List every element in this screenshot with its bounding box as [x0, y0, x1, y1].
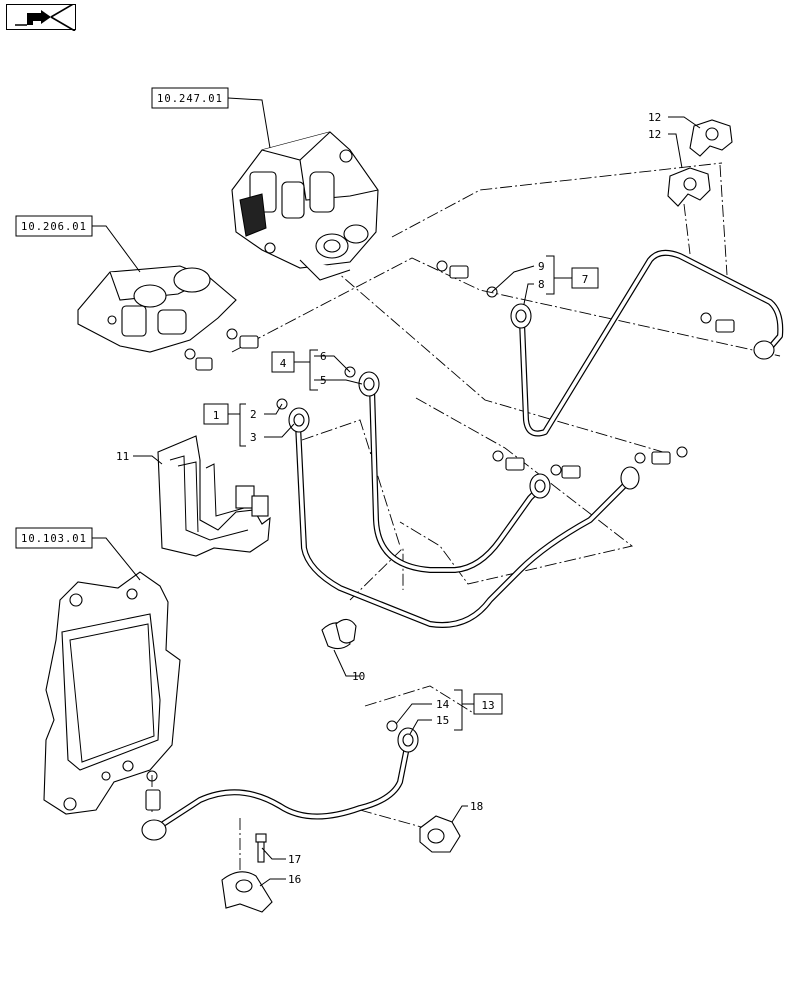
- callout-2: 2: [250, 408, 257, 421]
- svg-text:10.206.01: 10.206.01: [21, 221, 87, 233]
- svg-text:4: 4: [280, 357, 287, 370]
- callout-14: 14: [436, 698, 450, 711]
- callout-10: 10: [352, 670, 365, 683]
- callout-12-lower: 12: [648, 128, 661, 141]
- leader-lines: [92, 97, 701, 887]
- callout-11: 11: [116, 450, 129, 463]
- part-callouts: 11 12 12 10 17 16 18: [116, 111, 661, 886]
- callout-16: 16: [288, 873, 301, 886]
- svg-text:13: 13: [481, 699, 494, 712]
- svg-text:7: 7: [582, 273, 589, 286]
- fuel-pipes: [157, 249, 784, 829]
- callout-5: 5: [320, 374, 327, 387]
- hollow-bolts: [145, 265, 735, 811]
- callout-17: 17: [288, 853, 301, 866]
- sealing-washers: [146, 260, 712, 782]
- callout-15: 15: [436, 714, 449, 727]
- fuel-injection-pump: [231, 131, 379, 281]
- callout-6: 6: [320, 350, 327, 363]
- callout-12-upper: 12: [648, 111, 661, 124]
- callout-8: 8: [538, 278, 545, 291]
- pipe-clip-upper: [689, 119, 733, 157]
- kit-label-4: 4: [271, 351, 295, 373]
- bolt-17: [255, 833, 267, 863]
- pipe-clip-lower: [667, 167, 711, 207]
- pipe-bracket: [157, 435, 271, 557]
- reference-labels: 10.247.01 10.206.01 10.103.01: [15, 87, 229, 549]
- pipe-clamp-10: [321, 618, 357, 650]
- kit-labels: 7 4 1 13: [203, 267, 599, 715]
- svg-text:10.247.01: 10.247.01: [157, 93, 223, 105]
- kit-label-13: 13: [473, 693, 503, 715]
- fuel-filter-head: [77, 265, 237, 353]
- callout-3: 3: [250, 431, 257, 444]
- return-arrow-icon: [15, 5, 76, 31]
- kit-brackets: [228, 255, 572, 731]
- kit-item-numbers: 9 8 6 5 2 3 14 15: [250, 260, 545, 727]
- kit-label-1: 1: [203, 403, 229, 425]
- back-nav-button[interactable]: [6, 4, 76, 31]
- sensor-18: [419, 815, 461, 853]
- svg-text:10.103.01: 10.103.01: [21, 533, 87, 545]
- callout-9: 9: [538, 260, 545, 273]
- ref-label-ecu[interactable]: 10.103.01: [15, 527, 93, 549]
- kit-label-7: 7: [571, 267, 599, 289]
- engine-control-unit: [43, 571, 181, 815]
- svg-text:1: 1: [213, 409, 220, 422]
- ref-label-pump[interactable]: 10.247.01: [151, 87, 229, 109]
- pipe-clamp-16: [221, 871, 273, 913]
- callout-18: 18: [470, 800, 483, 813]
- banjo-fittings: [141, 303, 775, 841]
- ref-label-filter[interactable]: 10.206.01: [15, 215, 93, 237]
